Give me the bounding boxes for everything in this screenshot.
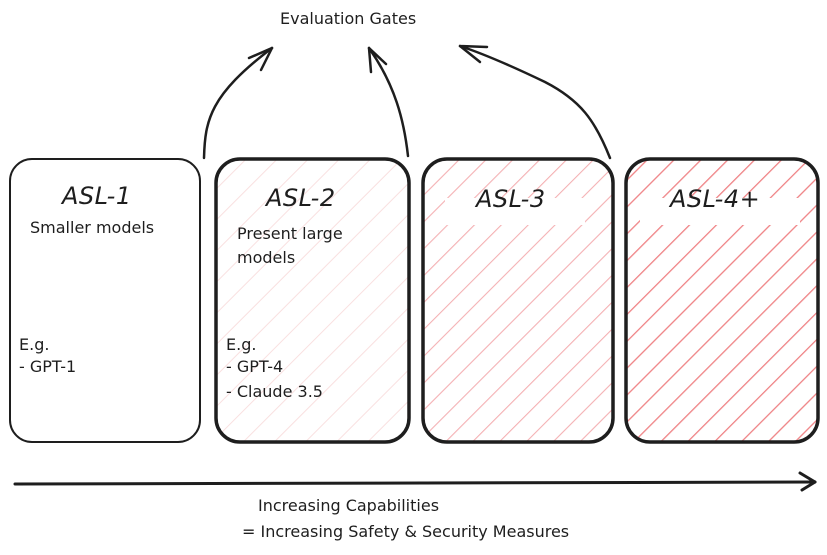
asl-4-box xyxy=(624,157,820,444)
asl-1-examples-heading: E.g. xyxy=(19,335,50,354)
gate-arrow-2 xyxy=(367,46,410,158)
evaluation-gates-label: Evaluation Gates xyxy=(280,9,417,28)
asl-2-box xyxy=(214,157,411,444)
asl-4-title-bg xyxy=(640,198,800,225)
asl-1-example-item: - GPT-1 xyxy=(19,357,77,376)
asl-1-title: ASL-1 xyxy=(62,182,132,210)
axis-label-capabilities: Increasing Capabilities xyxy=(258,496,440,515)
axis-label-safety-measures: = Increasing Safety & Security Measures xyxy=(242,522,570,541)
asl-2-description-line1: Present large xyxy=(237,224,343,243)
asl-4-title: ASL-4+ xyxy=(670,185,761,213)
asl-2-examples-heading: E.g. xyxy=(226,335,257,354)
asl-3-title-bg xyxy=(445,198,585,225)
asl-2-example-item: - GPT-4 xyxy=(226,357,284,376)
gate-arrow-1 xyxy=(202,46,274,160)
asl-2-example-item: - Claude 3.5 xyxy=(226,382,323,401)
asl-1-box xyxy=(9,158,201,443)
asl-2-description-line2: models xyxy=(237,248,296,267)
asl-2-title: ASL-2 xyxy=(266,184,336,212)
asl-1-description: Smaller models xyxy=(30,218,155,237)
asl-3-title: ASL-3 xyxy=(476,185,546,213)
asl-3-box xyxy=(421,157,615,444)
gate-arrow-3 xyxy=(458,44,612,160)
capability-axis-arrow xyxy=(13,471,817,492)
